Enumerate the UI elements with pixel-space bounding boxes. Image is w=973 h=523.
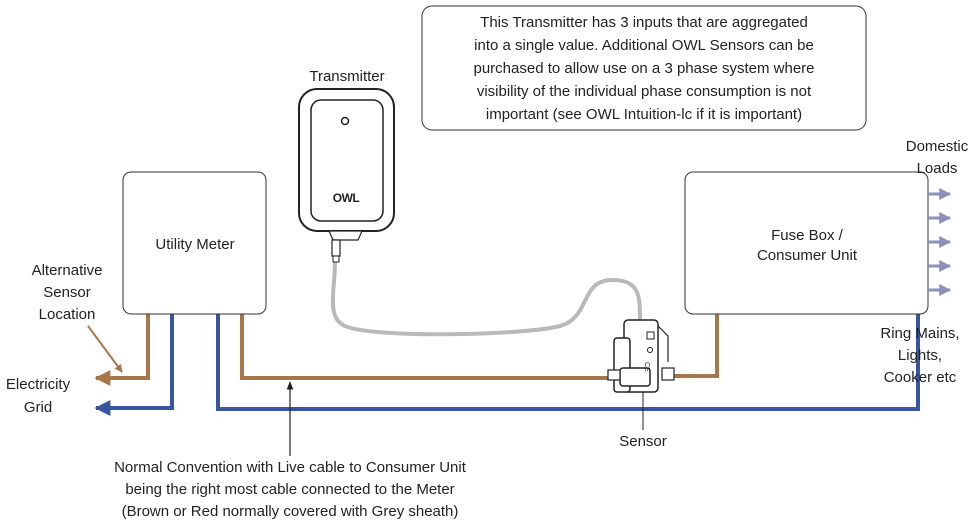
info-line-3: purchased to allow use on a 3 phase syst… <box>473 60 814 77</box>
utility-meter-label: Utility Meter <box>155 236 234 253</box>
alt-sensor-line-3: Location <box>39 306 96 323</box>
sensor-cable <box>330 260 642 337</box>
alt-sensor-line-1: Alternative <box>32 262 103 279</box>
domestic-loads-line-2: Loads <box>917 160 958 177</box>
utility-meter: Utility Meter <box>122 171 267 315</box>
info-line-5: important (see OWL Intuition-lc if it is… <box>486 106 802 123</box>
info-line-2: into a single value. Additional OWL Sens… <box>474 37 814 54</box>
domestic-load-arrows <box>928 188 952 296</box>
convention-line-2: being the right most cable connected to … <box>125 481 454 498</box>
owl-logo: OWL <box>333 191 360 205</box>
transmitter-label: Transmitter <box>309 68 384 85</box>
info-line-1: This Transmitter has 3 inputs that are a… <box>480 14 808 31</box>
neutral-wire-grid <box>94 312 174 416</box>
info-box: This Transmitter has 3 inputs that are a… <box>421 5 867 131</box>
domestic-loads-line-1: Domestic <box>906 138 969 155</box>
grid-label-line-2: Grid <box>24 399 52 416</box>
live-wire-consumer-return <box>664 314 719 378</box>
alt-sensor-pointer <box>87 325 123 373</box>
ring-mains-line-2: Lights, <box>898 347 942 364</box>
grid-label-line-1: Electricity <box>6 376 71 393</box>
live-wire-grid <box>94 312 150 386</box>
live-wire-consumer <box>240 312 620 380</box>
transmitter-led-icon <box>340 116 350 126</box>
fuse-box: Fuse Box / Consumer Unit <box>684 171 929 315</box>
convention-line-3: (Brown or Red normally covered with Grey… <box>122 503 459 520</box>
neutral-wire-consumer <box>216 312 920 411</box>
fuse-box-label-line-2: Consumer Unit <box>757 247 858 264</box>
transmitter-jack-icon <box>331 239 341 257</box>
ring-mains-line-3: Cooker etc <box>884 369 957 386</box>
convention-line-1: Normal Convention with Live cable to Con… <box>114 459 467 476</box>
alt-sensor-line-2: Sensor <box>43 284 91 301</box>
transmitter-device: Transmitter OWL <box>298 68 395 263</box>
ring-mains-line-1: Ring Mains, <box>880 325 959 342</box>
svg-text:CE: CE <box>643 362 650 372</box>
sensor-label: Sensor <box>619 433 667 450</box>
info-line-4: visibility of the individual phase consu… <box>477 83 812 100</box>
fuse-box-label-line-1: Fuse Box / <box>771 227 844 244</box>
sensor-clamp-icon: CE <box>607 319 675 393</box>
